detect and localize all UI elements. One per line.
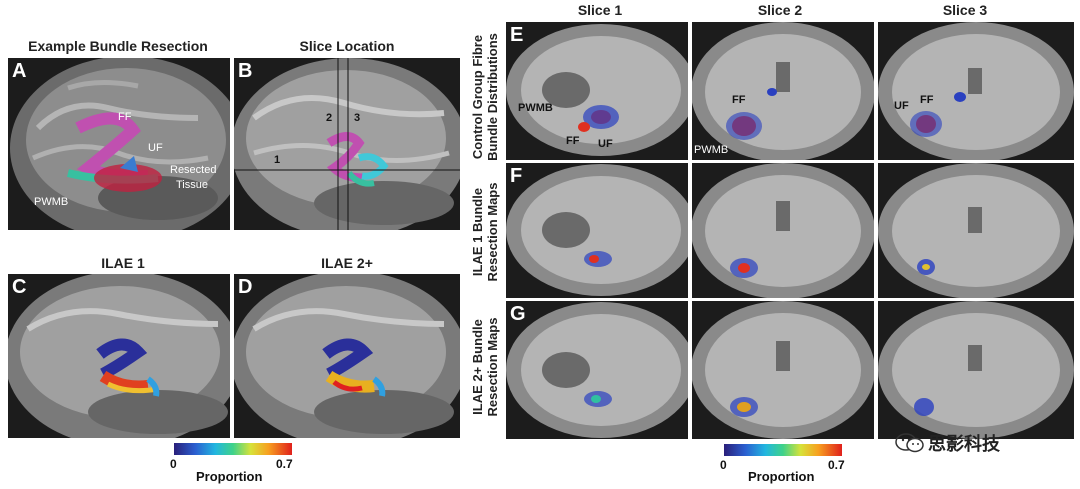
panel-g-slice2 bbox=[692, 301, 874, 439]
row-label-g-line1: ILAE 2+ Bundle bbox=[470, 319, 485, 415]
right-colorbar bbox=[724, 444, 842, 456]
e-slice2-label-pwmb: PWMB bbox=[694, 144, 729, 156]
title-slice-location: Slice Location bbox=[299, 38, 395, 54]
panel-letter-g: G bbox=[510, 303, 526, 325]
panel-letter-b: B bbox=[238, 60, 253, 82]
e-slice1-label-ff: FF bbox=[566, 135, 580, 147]
label-uf: UF bbox=[148, 142, 163, 154]
row-label-e-line2: Bundle Distributions bbox=[485, 33, 500, 161]
slice-number-3: 3 bbox=[354, 112, 361, 124]
e-slice2-label-ff: FF bbox=[732, 94, 746, 106]
panel-g-slice1: G bbox=[506, 301, 688, 439]
panel-a-sagittal-resection: A FF UF Resected Tissue PWMB bbox=[8, 58, 230, 230]
right-colorbar-max: 0.7 bbox=[828, 458, 845, 472]
e-slice3-label-uf: UF bbox=[894, 100, 909, 112]
column-title-slice-1: Slice 1 bbox=[577, 2, 623, 18]
panel-c-ilae1-map: C bbox=[8, 274, 230, 438]
column-title-slice-3: Slice 3 bbox=[942, 2, 988, 18]
wechat-icon bbox=[895, 432, 925, 459]
panel-f-slice2 bbox=[692, 163, 874, 298]
panel-b-slice-location: B 1 2 3 bbox=[234, 58, 460, 230]
row-label-ilae2plus: ILAE 2+ Bundle Resection Maps bbox=[470, 302, 500, 432]
watermark-text: 思影科技 bbox=[928, 434, 1000, 454]
label-ff: FF bbox=[118, 111, 132, 123]
label-resected: Resected bbox=[170, 164, 217, 176]
row-label-control-group: Control Group Fibre Bundle Distributions bbox=[470, 22, 500, 172]
right-colorbar-min: 0 bbox=[720, 458, 727, 472]
row-label-e-line1: Control Group Fibre bbox=[470, 34, 485, 160]
row-label-f-line2: Resection Maps bbox=[485, 182, 500, 282]
panel-g-slice3 bbox=[878, 301, 1074, 439]
title-ilae-2plus: ILAE 2+ bbox=[321, 255, 373, 271]
left-colorbar-max: 0.7 bbox=[276, 457, 293, 471]
e-slice1-label-pwmb: PWMB bbox=[518, 102, 553, 114]
slice-number-2: 2 bbox=[326, 112, 333, 124]
panel-letter-a: A bbox=[12, 60, 27, 82]
column-title-slice-2: Slice 2 bbox=[757, 2, 803, 18]
e-slice1-label-uf: UF bbox=[598, 138, 613, 150]
panel-d-ilae2-map: D bbox=[234, 274, 460, 438]
panel-letter-c: C bbox=[12, 276, 27, 298]
e-slice3-label-ff: FF bbox=[920, 94, 934, 106]
panel-letter-f: F bbox=[510, 165, 523, 187]
panel-e-slice2: FF PWMB bbox=[692, 22, 874, 160]
row-label-g-line2: Resection Maps bbox=[485, 317, 500, 417]
panel-e-slice1: E PWMB FF UF bbox=[506, 22, 688, 160]
row-label-ilae1: ILAE 1 Bundle Resection Maps bbox=[470, 172, 500, 292]
row-label-f-line1: ILAE 1 Bundle bbox=[470, 187, 485, 277]
title-ilae-1: ILAE 1 bbox=[101, 255, 145, 271]
panel-letter-d: D bbox=[238, 276, 253, 298]
right-colorbar-title: Proportion bbox=[748, 469, 815, 484]
panel-e-slice3: UF FF bbox=[878, 22, 1074, 160]
label-tissue: Tissue bbox=[176, 179, 208, 191]
left-colorbar bbox=[174, 443, 292, 455]
title-example-bundle-resection: Example Bundle Resection bbox=[28, 38, 208, 54]
left-colorbar-min: 0 bbox=[170, 457, 177, 471]
panel-f-slice3 bbox=[878, 163, 1074, 298]
panel-f-slice1: F bbox=[506, 163, 688, 298]
slice-number-1: 1 bbox=[274, 154, 281, 166]
panel-letter-e: E bbox=[510, 24, 524, 46]
left-colorbar-title: Proportion bbox=[196, 469, 263, 484]
label-pwmb: PWMB bbox=[34, 196, 69, 208]
